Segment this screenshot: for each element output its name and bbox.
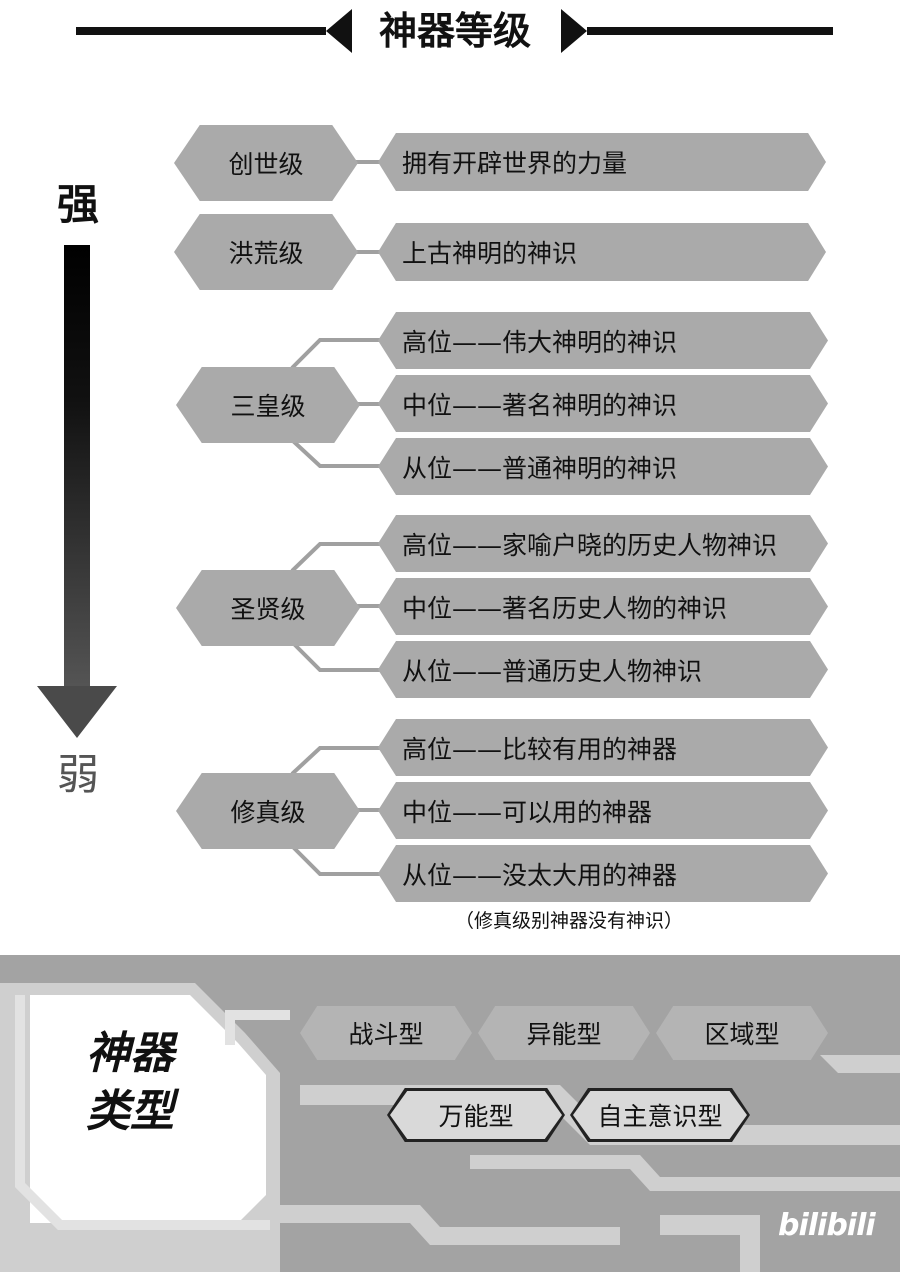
header-line-left	[76, 27, 326, 35]
header-arrow-left-icon	[326, 9, 352, 53]
description-text: 从位——普通历史人物神识	[402, 656, 703, 686]
axis-arrow-shaft	[64, 245, 90, 690]
type-combat: 战斗型	[300, 1006, 472, 1060]
level-description: 从位——普通历史人物神识	[378, 641, 828, 698]
description-text: 中位——著名历史人物的神识	[402, 593, 728, 623]
description-text: 高位——伟大神明的神识	[402, 327, 678, 357]
type-label: 万能型	[438, 1102, 514, 1131]
type-label: 战斗型	[348, 1020, 424, 1049]
type-special-ability: 异能型	[478, 1006, 650, 1060]
description-text: 从位——没太大用的神器	[402, 860, 678, 890]
level-description: 高位——伟大神明的神识	[378, 312, 828, 369]
level-hex-creation: 创世级	[174, 125, 358, 201]
level-name: 创世级	[228, 150, 304, 179]
types-title-line-2: 类型	[86, 1086, 174, 1137]
axis-label-weak: 弱	[56, 750, 99, 799]
type-label: 区域型	[704, 1020, 780, 1049]
header-line-right	[587, 27, 833, 35]
level-description: 中位——著名神明的神识	[378, 375, 828, 432]
description-text: 中位——可以用的神器	[402, 797, 653, 827]
level-description: 中位——可以用的神器	[378, 782, 828, 839]
level-description: 上古神明的神识	[378, 223, 826, 281]
arrow-down-icon	[37, 686, 117, 738]
description-text: 上古神明的神识	[402, 239, 578, 268]
level-description: 高位——比较有用的神器	[378, 719, 828, 776]
level-description: 高位——家喻户晓的历史人物神识	[378, 515, 828, 572]
header-arrow-right-icon	[561, 9, 587, 53]
level-hex-cultivation: 修真级	[176, 773, 360, 849]
level-description: 拥有开辟世界的力量	[378, 133, 826, 191]
level-name: 洪荒级	[228, 239, 304, 268]
type-area: 区域型	[656, 1006, 828, 1060]
level-description: 中位——著名历史人物的神识	[378, 578, 828, 635]
level-name: 修真级	[230, 798, 306, 827]
description-text: 从位——普通神明的神识	[402, 453, 678, 483]
type-label: 异能型	[526, 1020, 602, 1049]
footnote: （修真级别神器没有神识）	[455, 910, 684, 932]
description-text: 中位——著名神明的神识	[402, 390, 678, 420]
level-hex-sage: 圣贤级	[176, 570, 360, 646]
types-title-line-1: 神器	[86, 1028, 174, 1079]
level-description: 从位——没太大用的神器	[378, 845, 828, 902]
level-hex-primordial: 洪荒级	[174, 214, 358, 290]
level-name: 三皇级	[230, 392, 306, 421]
axis-label-strong: 强	[56, 180, 99, 229]
description-text: 拥有开辟世界的力量	[402, 149, 628, 178]
type-label: 自主意识型	[597, 1102, 723, 1131]
types-title: 神器 类型	[60, 1025, 200, 1141]
level-hex-three-sovereigns: 三皇级	[176, 367, 360, 443]
type-autonomous-consciousness: 自主意识型	[570, 1088, 750, 1142]
level-name: 圣贤级	[230, 595, 306, 624]
description-text: 高位——比较有用的神器	[402, 734, 678, 764]
type-universal: 万能型	[387, 1088, 565, 1142]
bilibili-logo: bilibili	[778, 1208, 876, 1243]
description-text: 高位——家喻户晓的历史人物神识	[402, 530, 778, 560]
level-description: 从位——普通神明的神识	[378, 438, 828, 495]
page-title: 神器等级	[378, 9, 531, 53]
